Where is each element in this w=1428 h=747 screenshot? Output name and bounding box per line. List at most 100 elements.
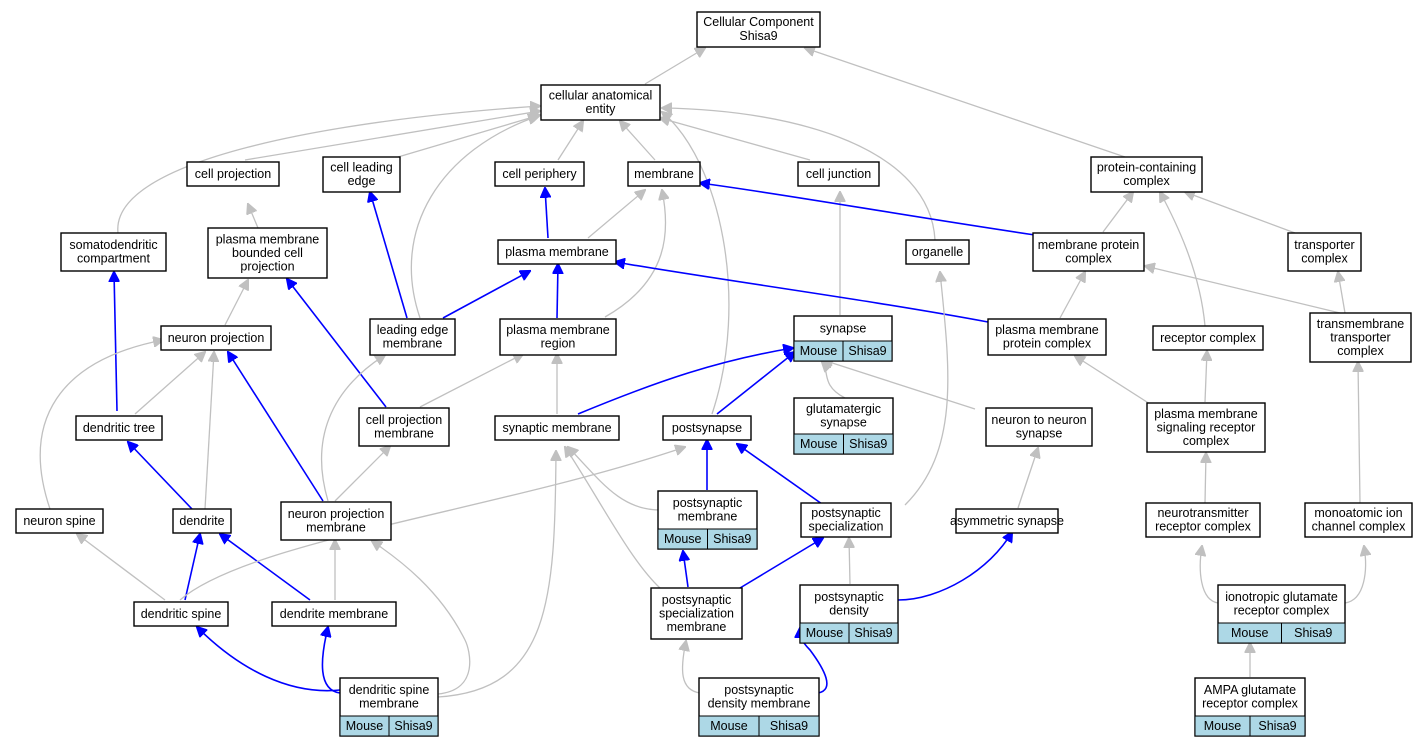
node-label: complex (1337, 344, 1384, 358)
node-label: receptor complex (1202, 697, 1299, 711)
node-label: membrane (306, 521, 366, 535)
edge (372, 541, 471, 695)
node-box (133, 601, 229, 627)
node-synaptic-membrane[interactable]: synaptic membrane (494, 415, 620, 441)
node-box (1304, 502, 1413, 538)
node-organelle[interactable]: organelle (905, 239, 970, 265)
edge (904, 272, 949, 506)
tag-organism: Mouse (346, 719, 384, 733)
node-label: neuron projection (168, 331, 265, 345)
node-box (186, 161, 280, 187)
edge-part-of (128, 442, 193, 510)
tag-gene: Shisa9 (849, 437, 887, 451)
edge (1160, 192, 1206, 327)
node-postsynapse[interactable]: postsynapse (662, 415, 752, 441)
node-dendritic-spine[interactable]: dendritic spine (133, 601, 229, 627)
node-label: specialization (808, 520, 883, 534)
edge (1075, 356, 1151, 405)
node-label: membrane (374, 427, 434, 441)
node-box (1146, 402, 1266, 453)
edge (1338, 272, 1346, 314)
node-asymmetric-synapse[interactable]: asymmetric synapse (950, 508, 1064, 534)
node-cell-junction[interactable]: cell junction (797, 161, 880, 187)
edge-part-of (557, 264, 558, 319)
node-label: receptor complex (1155, 520, 1252, 534)
node-dendrite[interactable]: dendrite (172, 508, 232, 534)
tag-gene: Shisa9 (854, 626, 892, 640)
node-membrane[interactable]: membrane (627, 161, 701, 187)
node-cell-projection[interactable]: cell projection (186, 161, 280, 187)
tag-organism: Mouse (710, 719, 748, 733)
edge (1185, 192, 1296, 234)
annotation-tag (707, 528, 758, 550)
node-label: specialization (659, 606, 734, 620)
node-label: complex (1065, 252, 1112, 266)
node-dendritic-tree[interactable]: dendritic tree (75, 415, 163, 441)
node-dendrite-membrane[interactable]: dendrite membrane (271, 601, 397, 627)
node-box (800, 502, 892, 538)
edge-part-of (716, 352, 795, 415)
node-receptor-complex[interactable]: receptor complex (1152, 325, 1264, 351)
node-label: postsynaptic (662, 593, 731, 607)
node-plasma-membrane[interactable]: plasma membrane (497, 239, 617, 265)
tag-gene: Shisa9 (394, 719, 432, 733)
edge (557, 121, 583, 161)
node-cell-periphery[interactable]: cell periphery (494, 161, 585, 187)
edge (134, 352, 205, 415)
edge (1358, 362, 1360, 504)
node-neuron-spine[interactable]: neuron spine (15, 508, 104, 534)
edge (604, 190, 666, 318)
node-box (955, 508, 1059, 534)
edge (662, 112, 730, 415)
edge (644, 48, 705, 85)
node-box (207, 227, 328, 279)
node-label: synapse (1016, 427, 1063, 441)
node-root[interactable]: Cellular Component Shisa9 (696, 11, 821, 48)
node-box (75, 415, 163, 441)
node-neuron-projection[interactable]: neuron projection (160, 325, 272, 351)
tag-gene: Shisa9 (713, 532, 751, 546)
edge (419, 354, 523, 408)
annotation-tag (388, 715, 439, 737)
node-label: density membrane (708, 697, 811, 711)
annotation-tag (842, 340, 893, 362)
tag-organism: Mouse (1204, 719, 1242, 733)
node-box (494, 161, 585, 187)
node-label: membrane (383, 337, 443, 351)
node-label: AMPA glutamate (1204, 683, 1296, 697)
edge (410, 116, 538, 319)
node-box (358, 407, 450, 447)
tag-organism: Mouse (1231, 626, 1269, 640)
edge (117, 106, 540, 234)
edge (248, 204, 259, 229)
edge (805, 48, 1126, 158)
node-box (987, 318, 1107, 356)
